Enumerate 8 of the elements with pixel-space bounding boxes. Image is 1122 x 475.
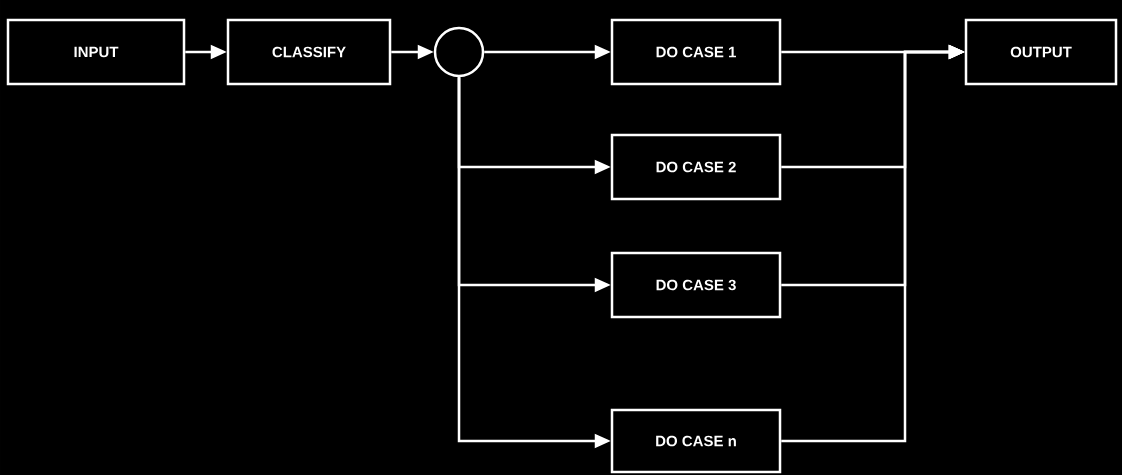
process-box: DO CASE 3 xyxy=(610,251,782,319)
process-box: CLASSIFY xyxy=(226,18,392,86)
process-box: DO CASE n xyxy=(610,408,782,474)
junction-circle xyxy=(433,26,485,78)
process-box: DO CASE 2 xyxy=(610,133,782,201)
process-box: OUTPUT xyxy=(964,18,1118,86)
process-box: INPUT xyxy=(6,18,186,86)
process-box: DO CASE 1 xyxy=(610,18,782,86)
